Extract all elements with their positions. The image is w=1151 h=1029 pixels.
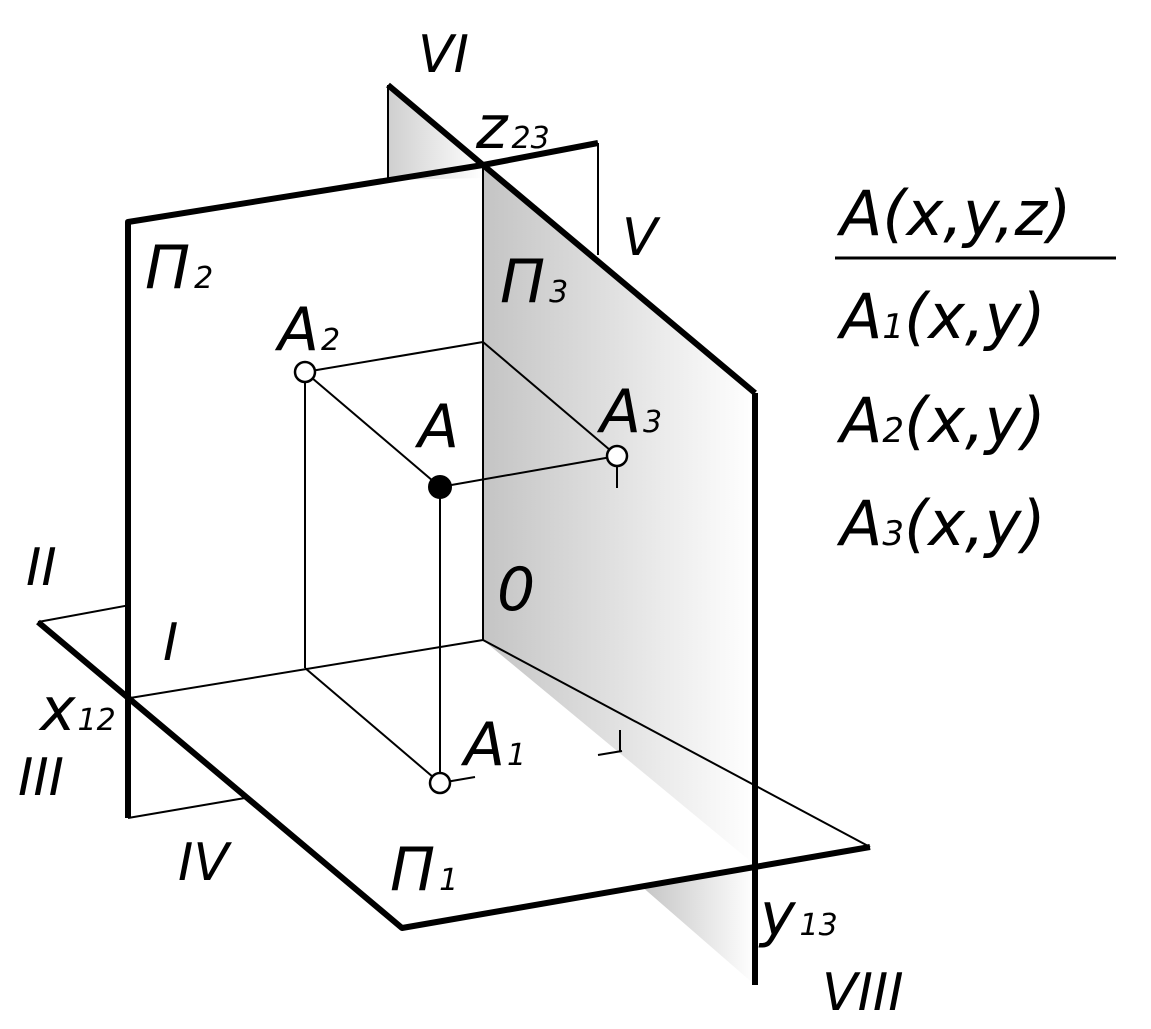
label-octant-viii: VIII <box>822 963 904 1023</box>
formula-numerator: A(x,y,z) <box>836 177 1071 250</box>
label-point-a3: A3 <box>596 377 662 447</box>
label-point-a: A <box>414 392 459 462</box>
label-octant-ii: II <box>26 538 57 598</box>
plane-p1-outline <box>36 619 871 931</box>
label-point-a1: A1 <box>460 710 526 780</box>
point-a3 <box>605 444 629 468</box>
coordinates-formula: A(x,y,z) A1(x,y) A2(x,y) A3(x,y) <box>835 177 1116 560</box>
point-a1 <box>428 771 452 795</box>
plane-p3-outline <box>386 82 758 985</box>
formula-line-a1: A1(x,y) <box>836 280 1046 353</box>
label-octant-iv: IV <box>178 833 232 893</box>
label-axis-x: x12 <box>38 675 116 745</box>
plane-p2-outline <box>125 140 599 818</box>
formula-line-a2: A2(x,y) <box>836 384 1046 457</box>
plane-p3-lower-shade <box>640 865 755 985</box>
label-point-a2: A2 <box>274 295 340 365</box>
point-a <box>428 475 452 499</box>
label-origin: 0 <box>497 555 535 625</box>
label-octant-v: V <box>622 208 661 268</box>
projection-lines <box>304 341 623 784</box>
label-octant-i: I <box>163 613 178 673</box>
label-octant-vi: VI <box>418 25 469 85</box>
planes-back-thin-edges <box>387 85 599 255</box>
formula-line-a3: A3(x,y) <box>836 487 1046 560</box>
plane-p3-shade <box>483 165 755 865</box>
point-a2 <box>293 360 317 384</box>
label-octant-iii: III <box>18 748 64 808</box>
